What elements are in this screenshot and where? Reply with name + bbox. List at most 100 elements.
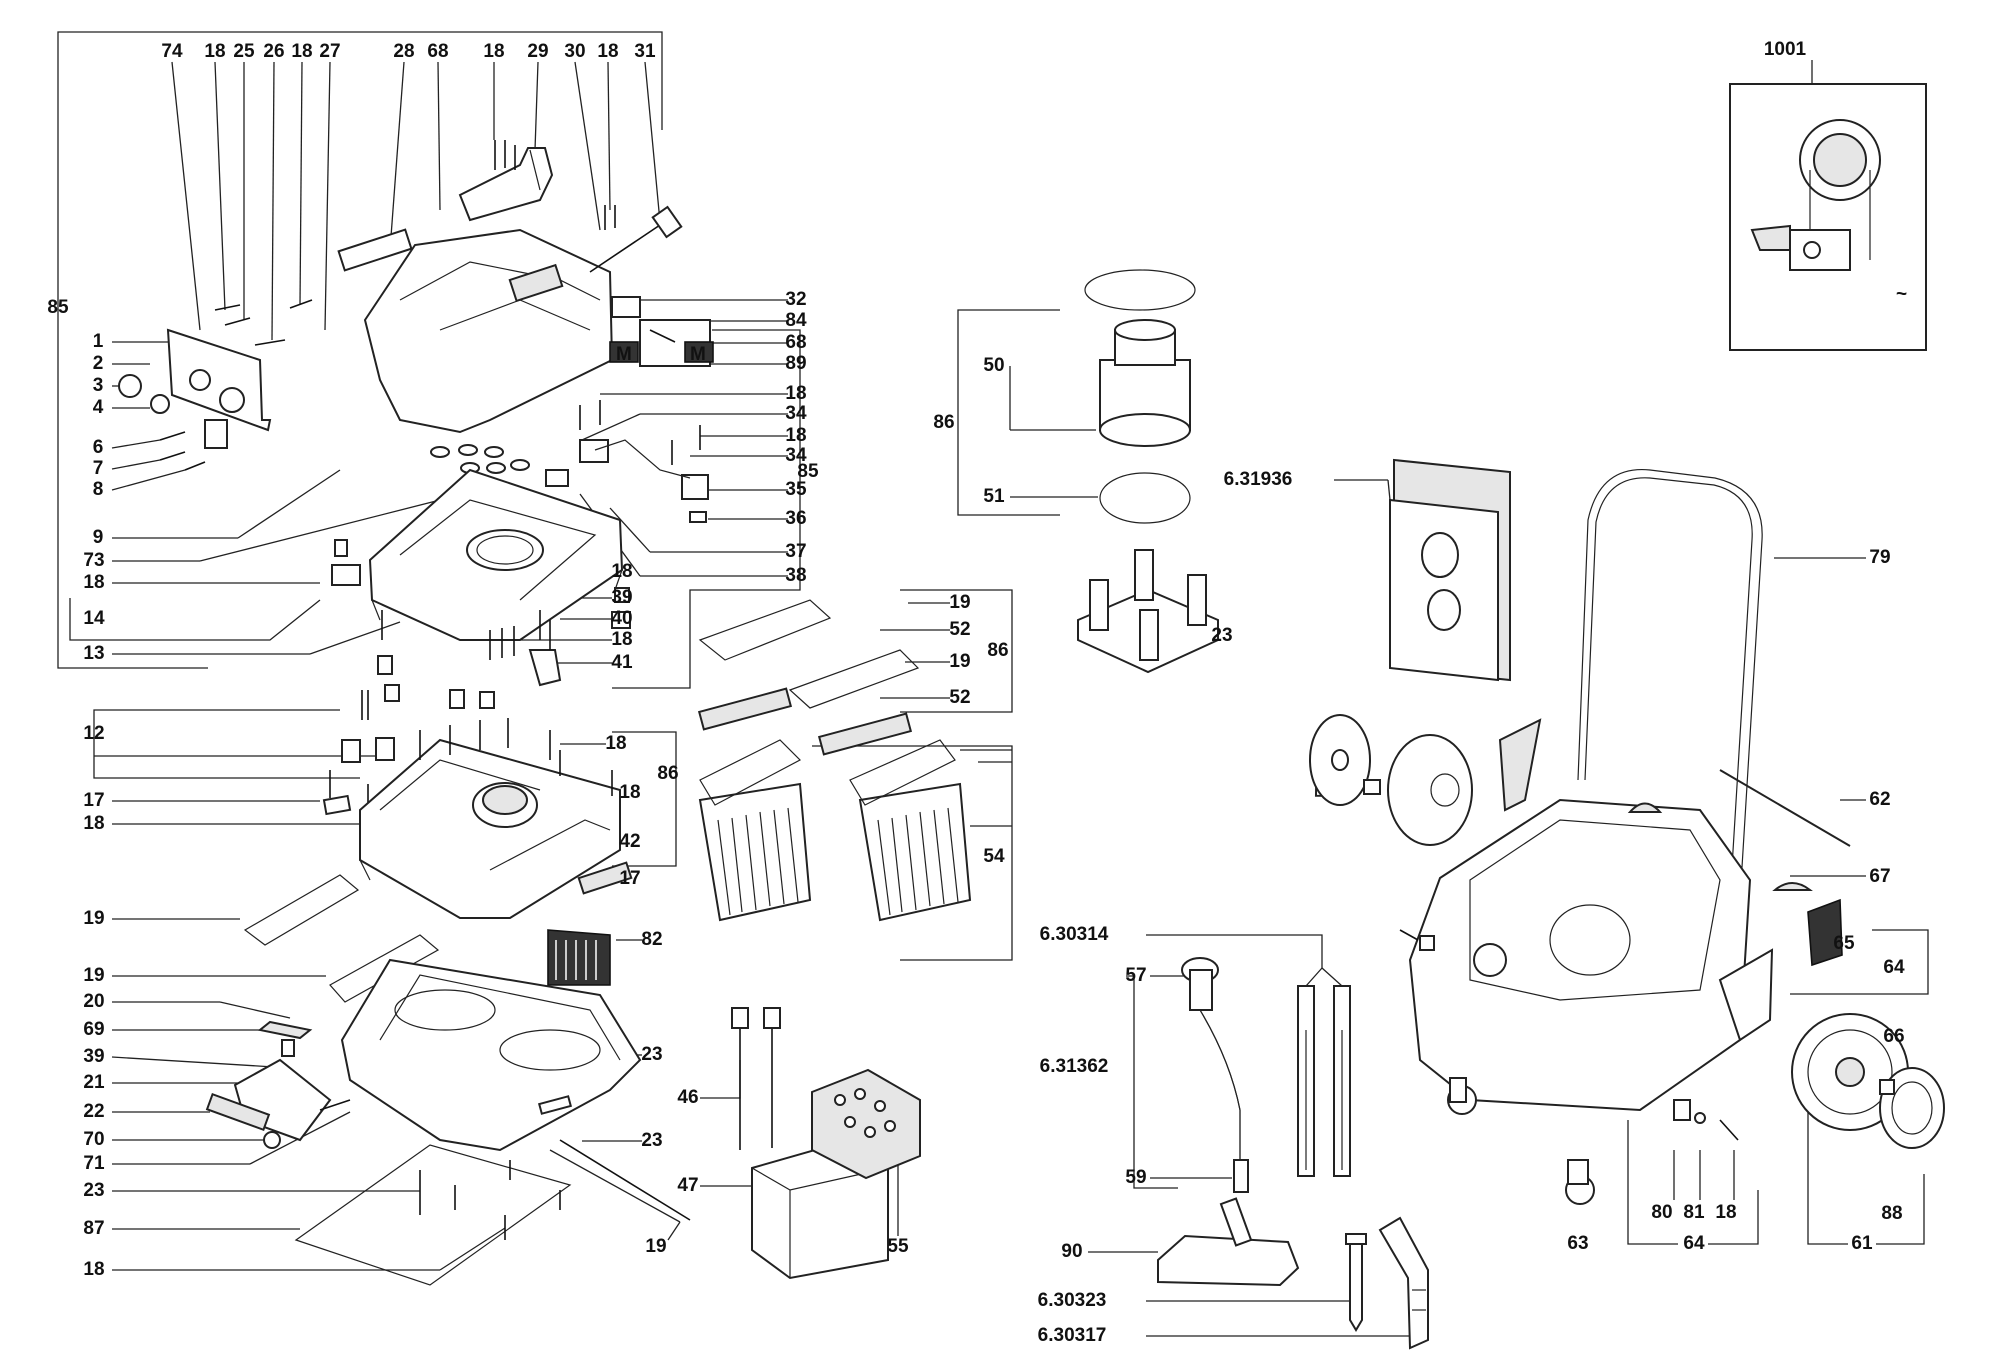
callout-64a: 64 [1883,957,1905,978]
crevice-tool-6-30323 [1345,1233,1367,1332]
callout-74: 74 [161,41,183,62]
callout-35: 35 [785,479,807,500]
gaskets-19-52 [697,599,920,756]
floor-nozzle-90 [1157,1197,1300,1287]
screws-top [494,140,616,230]
callout-67: 67 [1869,866,1890,887]
callout-23d: 23 [1211,625,1232,646]
lower-housing-23 [340,958,642,1152]
callout-31: 31 [634,41,656,62]
motor-50 [1084,269,1196,524]
callout-18e: 18 [83,572,104,593]
cartridge-filters-54 [698,739,972,922]
callout-18d: 18 [597,41,618,62]
callout-37: 37 [785,541,806,562]
callout-86b: 86 [987,640,1008,661]
callout-82: 82 [641,929,662,950]
callout-27: 27 [319,41,340,62]
electronics-board: M M [545,296,714,523]
callout-18n: 18 [1715,1202,1736,1223]
callout-18m: 18 [83,1259,104,1280]
callout-18g: 18 [785,425,806,446]
callout-19d: 19 [949,592,970,613]
callout-86c: 86 [933,412,954,433]
bar-62 [1719,769,1851,847]
callout-20: 20 [83,991,104,1012]
callout-42: 42 [619,831,640,852]
callout-39b: 39 [83,1046,104,1067]
middle-housing-42 [359,738,621,919]
callout-73: 73 [83,550,104,571]
elbow-6-30317 [1378,1216,1429,1350]
callout-630314: 6.30314 [1040,924,1109,945]
callout-34a: 34 [785,403,807,424]
label-strip-small [337,228,413,272]
callout-18c: 18 [483,41,504,62]
parts-12 [322,737,395,816]
callout-13: 13 [83,643,104,664]
callout-39a: 39 [611,587,632,608]
callout-70: 70 [83,1129,104,1150]
callout-2: 2 [93,353,104,374]
callout-18k: 18 [619,782,640,803]
callout-80: 80 [1651,1202,1672,1223]
callout-25: 25 [233,41,255,62]
callout-38: 38 [785,565,806,586]
callout-63: 63 [1567,1233,1588,1254]
callout-19e: 19 [949,651,970,672]
washers-9 [430,444,530,474]
callout-14: 14 [83,608,105,629]
screws-switch [159,299,313,471]
callout-88: 88 [1881,1203,1902,1224]
screws-electronics [579,329,701,465]
callout-1: 1 [93,331,104,352]
callout-18f: 18 [785,383,806,404]
callout-85a: 85 [47,297,69,318]
callout-17a: 17 [83,790,104,811]
callout-71: 71 [83,1153,105,1174]
callout-51: 51 [983,486,1005,507]
callout-6: 6 [93,437,104,458]
callout-8: 8 [93,479,104,500]
svg-text:~: ~ [1896,284,1907,305]
callout-69: 69 [83,1019,104,1040]
bumper-parts [205,1020,351,1149]
callout-9: 9 [93,527,104,548]
callout-79: 79 [1869,547,1890,568]
callout-34b: 34 [785,445,807,466]
callout-68a: 68 [427,41,448,62]
callout-62: 62 [1869,789,1890,810]
svg-text:M: M [616,344,632,365]
tank [1408,798,1774,1112]
callout-68b: 68 [785,332,806,353]
callout-1001: 1001 [1764,39,1807,60]
callout-47: 47 [677,1175,698,1196]
callout-4: 4 [93,397,104,418]
wiring-box-1001: ~ [1729,83,1927,351]
callout-50: 50 [983,355,1004,376]
callout-29: 29 [527,41,548,62]
power-cable-31 [589,205,683,273]
callout-28: 28 [393,41,414,62]
callout-631362: 6.31362 [1040,1056,1109,1077]
callout-3: 3 [93,375,104,396]
callout-631936: 6.31936 [1224,469,1293,490]
callout-18j: 18 [605,733,626,754]
callout-630317: 6.30317 [1038,1325,1107,1346]
callout-41: 41 [611,652,633,673]
callout-86a: 86 [657,763,678,784]
svg-text:M: M [690,344,706,365]
callout-65: 65 [1833,933,1855,954]
callout-90: 90 [1061,1241,1082,1262]
motor-housing-upper [368,468,624,641]
callout-85b: 85 [797,461,819,482]
motor-base-23 [1077,549,1219,674]
screws-42 [329,718,613,798]
callout-18b: 18 [291,41,312,62]
electrodes-46 [731,1007,781,1150]
callout-87: 87 [83,1218,104,1239]
callout-18a: 18 [204,41,225,62]
callout-30: 30 [564,41,585,62]
callout-81: 81 [1683,1202,1705,1223]
